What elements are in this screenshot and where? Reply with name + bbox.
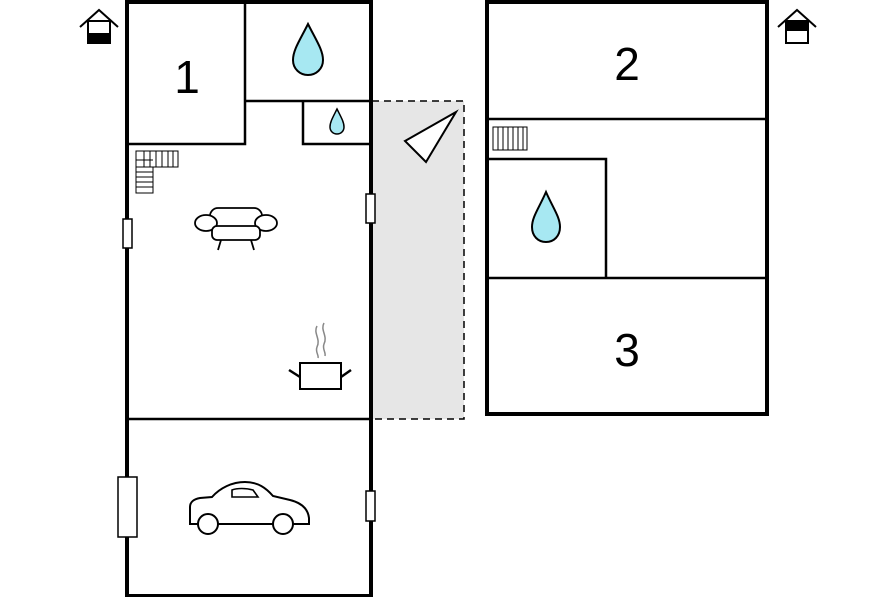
cooking-pot-icon (288, 322, 352, 390)
upper-bathroom-wall (487, 157, 608, 278)
window (365, 193, 376, 224)
house-ground-floor-icon (79, 8, 119, 44)
ground-floor: 1 (79, 0, 465, 597)
sail-shade-icon (403, 109, 459, 164)
window (122, 218, 133, 249)
water-drop-icon (530, 189, 562, 244)
wc-wall (301, 101, 371, 146)
room-label-3: 3 (614, 324, 640, 376)
window (365, 490, 376, 522)
upper-floor-outline (485, 0, 769, 416)
car-icon (189, 480, 310, 535)
staircase-icon (135, 150, 179, 194)
garage-door (117, 476, 138, 538)
ground-floor-outline (125, 0, 373, 597)
water-drop-icon (329, 107, 345, 135)
house-upper-floor-icon (777, 8, 817, 44)
room-1-wall (127, 2, 247, 146)
staircase-icon (492, 126, 528, 151)
sofa-icon (194, 207, 278, 251)
room-label-1: 1 (174, 51, 200, 103)
upper-floor: 2 3 (485, 0, 817, 416)
water-drop-icon (291, 21, 325, 77)
room-label-2: 2 (614, 38, 640, 90)
